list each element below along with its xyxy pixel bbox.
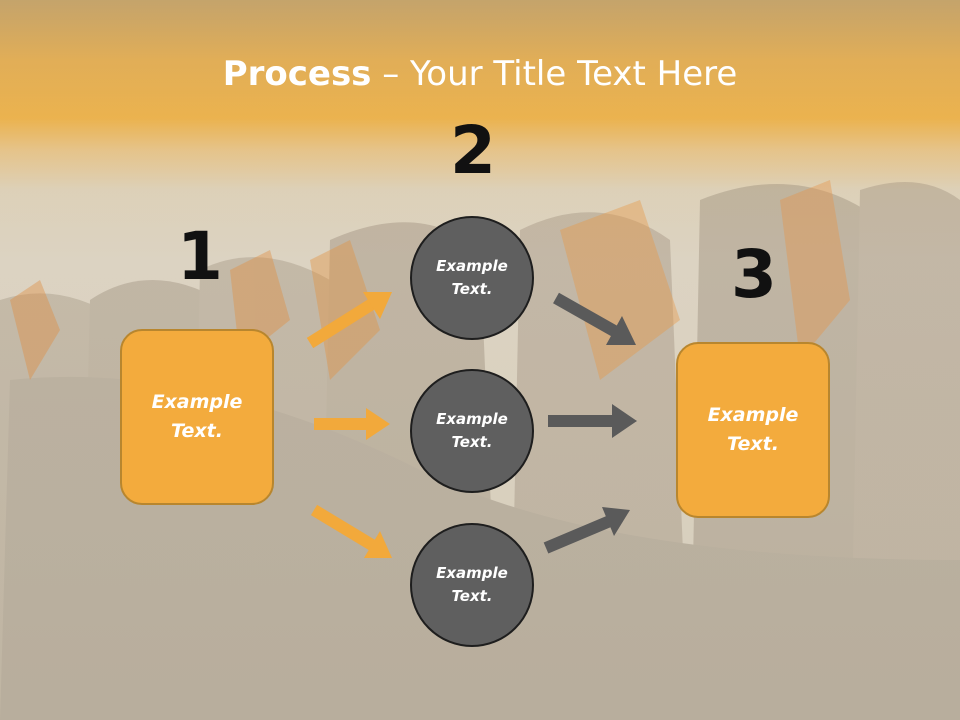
arrow-orange-down (310, 504, 392, 558)
slide-title: Process – Your Title Text Here (0, 52, 960, 96)
process-circle-bottom: Example Text. (410, 523, 534, 647)
left-step-box: Example Text. (120, 329, 274, 505)
circle-top-text: Example Text. (436, 257, 508, 298)
right-box-text: Example Text. (707, 404, 799, 455)
circle-middle-text: Example Text. (436, 410, 508, 451)
arrow-gray-right (548, 404, 637, 438)
arrow-orange-right (314, 408, 390, 440)
step-number-3: 3 (731, 236, 777, 313)
step-number-2: 2 (450, 112, 496, 189)
circle-bottom-text: Example Text. (436, 564, 508, 605)
arrow-orange-up (306, 292, 392, 349)
title-bold: Process (222, 54, 372, 94)
step-number-1: 1 (177, 218, 223, 295)
process-circle-middle: Example Text. (410, 369, 534, 493)
arrow-gray-up (543, 507, 630, 554)
arrow-gray-down (553, 292, 636, 345)
left-box-text: Example Text. (151, 391, 243, 442)
title-rest: – Your Title Text Here (371, 54, 738, 94)
process-circle-top: Example Text. (410, 216, 534, 340)
right-step-box: Example Text. (676, 342, 830, 518)
